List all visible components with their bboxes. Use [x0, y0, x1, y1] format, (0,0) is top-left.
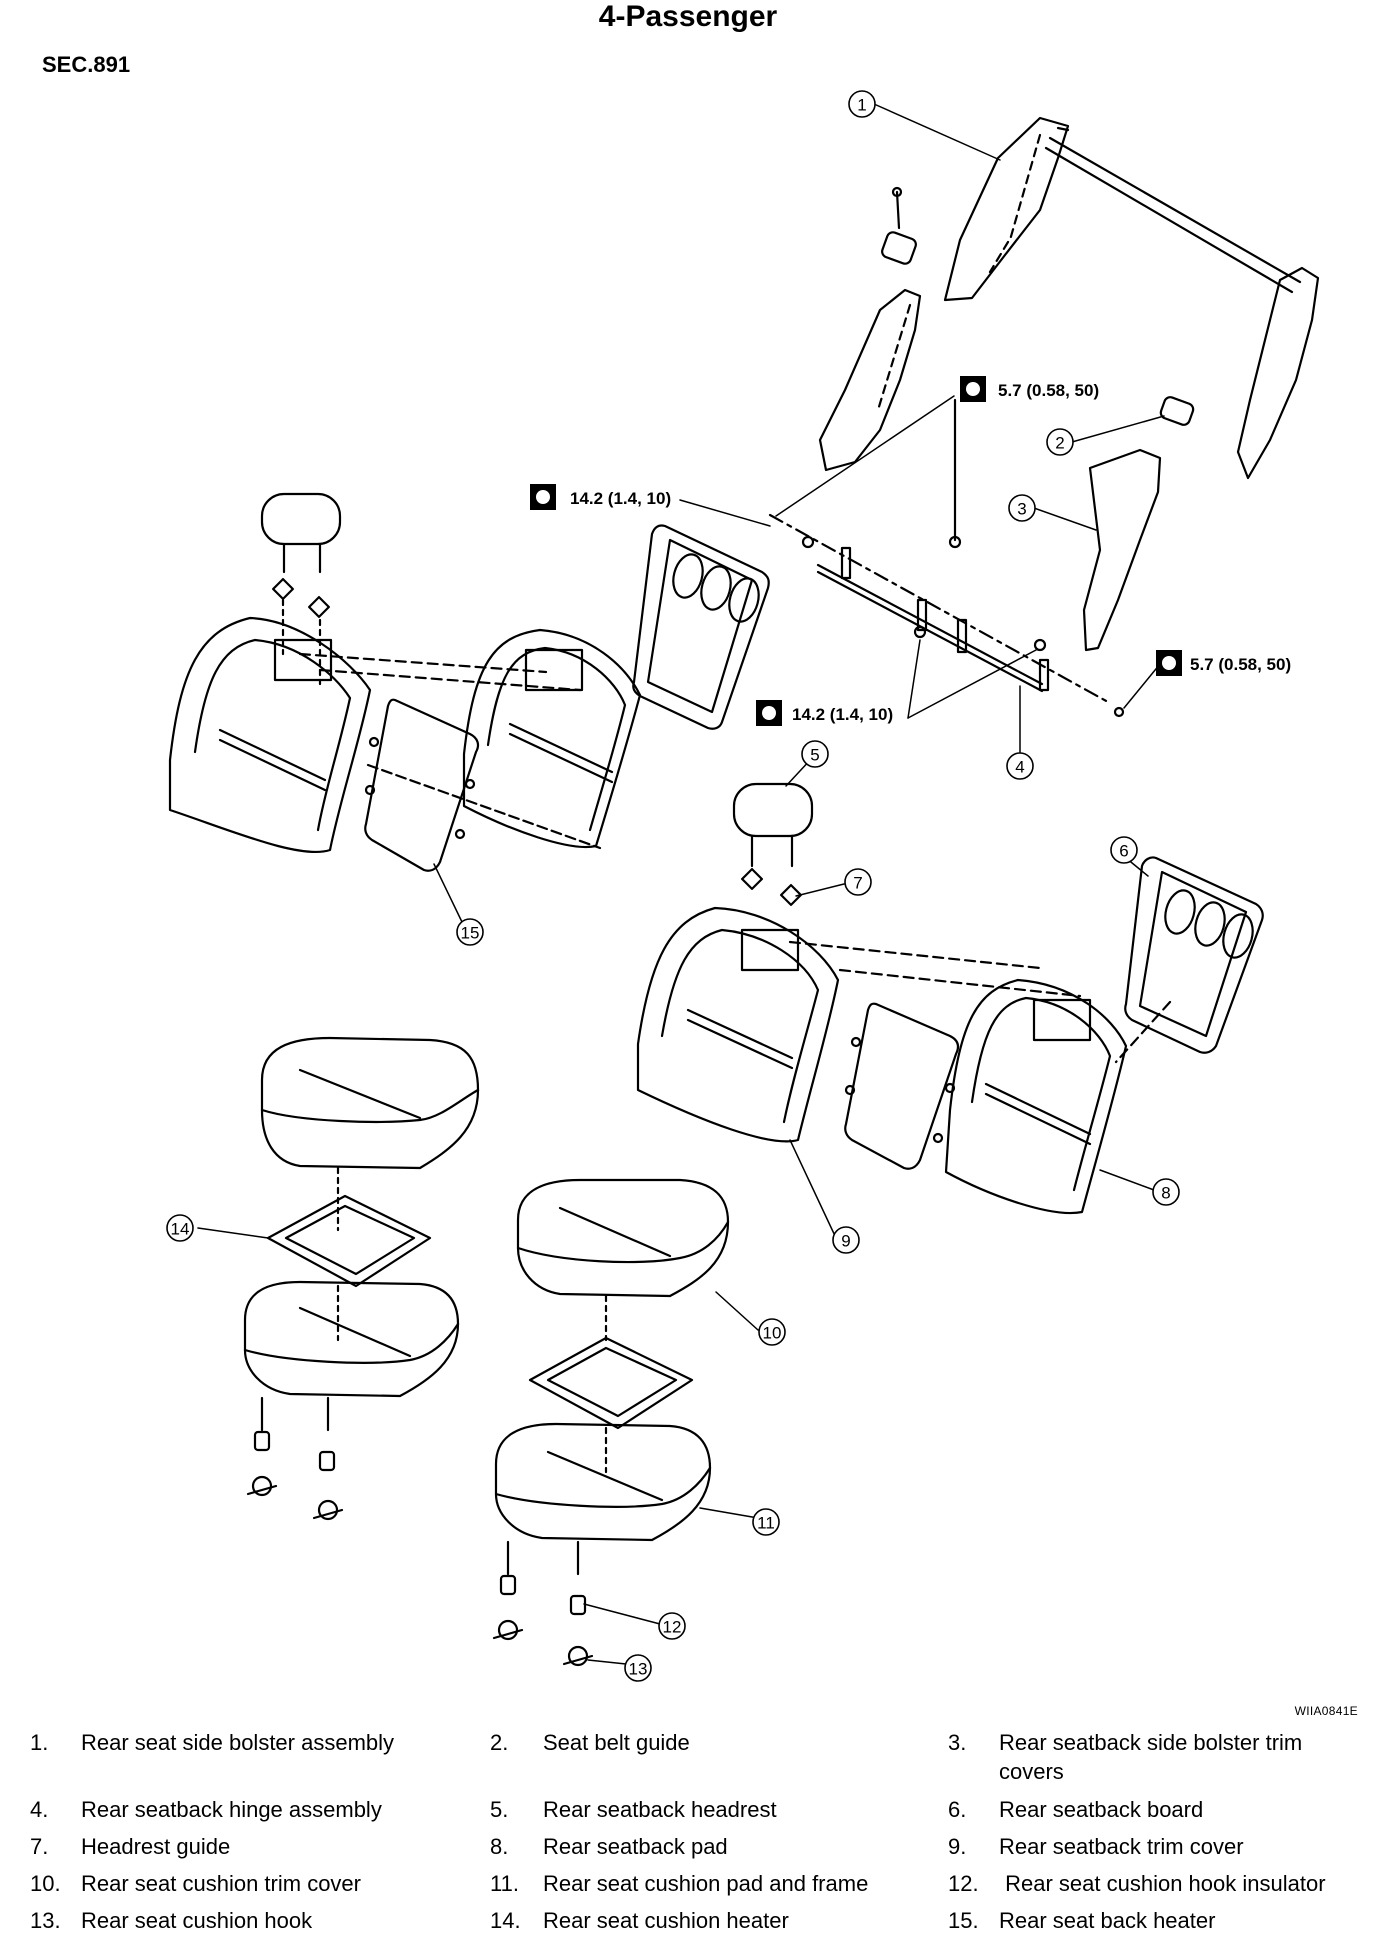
right-cushion-group	[492, 1178, 730, 1667]
callout-15: 15	[461, 924, 480, 943]
legend-number: 5.	[490, 1797, 509, 1822]
legend-number: 8.	[490, 1834, 509, 1859]
legend-text: Rear seat back heater	[999, 1908, 1216, 1933]
legend-number: 2.	[490, 1730, 509, 1755]
callout-2: 2	[1055, 434, 1064, 453]
torque-value-3: 5.7 (0.58, 50)	[1190, 655, 1291, 674]
left-seatback-group	[168, 492, 770, 872]
hinge-assembly	[768, 398, 1125, 718]
callout-14: 14	[171, 1220, 190, 1239]
legend-text: Rear seat side bolster assembly	[81, 1730, 395, 1755]
legend-text: Rear seatback trim cover	[999, 1834, 1244, 1859]
callout-8: 8	[1161, 1184, 1170, 1203]
torque-symbols	[530, 376, 1182, 726]
legend-text: Headrest guide	[81, 1834, 231, 1859]
page-title: 4-Passenger	[598, 0, 778, 33]
legend-text: Rear seat cushion hook	[81, 1908, 313, 1933]
callout-13: 13	[629, 1660, 648, 1679]
figure-id: WIIA0841E	[1294, 1704, 1358, 1718]
section-label: SEC.891	[42, 52, 131, 77]
side-bolster-trim-covers	[818, 288, 1162, 652]
legend-text: Seat belt guide	[543, 1730, 690, 1755]
callout-4: 4	[1015, 758, 1024, 777]
exploded-parts-diagram: 5.7 (0.58, 50) 14.2 (1.4, 10) 5.7 (0.58,…	[166, 90, 1320, 1682]
legend-number: 15.	[948, 1908, 979, 1933]
legend-number: 10.	[30, 1871, 61, 1896]
torque-value-2: 14.2 (1.4, 10)	[570, 489, 671, 508]
legend-text: Rear seatback side bolster trim covers	[999, 1730, 1303, 1784]
legend-number: 4.	[30, 1797, 49, 1822]
seat-belt-guides	[881, 186, 1195, 426]
left-cushion-group	[243, 1036, 480, 1521]
legend-text: Rear seat cushion pad and frame	[543, 1871, 869, 1896]
right-seatback-group	[636, 782, 1264, 1214]
legend-text: Rear seatback pad	[543, 1834, 728, 1859]
legend-number: 14.	[490, 1908, 521, 1933]
callout-7: 7	[853, 874, 862, 893]
legend-text: Rear seat cushion trim cover	[81, 1871, 361, 1896]
legend-number: 3.	[948, 1730, 967, 1755]
callout-6: 6	[1119, 842, 1128, 861]
side-bolster-assembly	[943, 116, 1320, 480]
callout-12: 12	[663, 1618, 682, 1637]
legend-number: 9.	[948, 1834, 967, 1859]
callout-5: 5	[810, 746, 819, 765]
legend-number: 6.	[948, 1797, 967, 1822]
callout-11: 11	[757, 1514, 775, 1533]
legend-text: Rear seat cushion heater	[543, 1908, 789, 1933]
legend-number: 12.	[948, 1871, 979, 1896]
legend-number: 7.	[30, 1834, 49, 1859]
callout-9: 9	[841, 1232, 850, 1251]
legend-number: 11.	[490, 1871, 519, 1896]
callout-10: 10	[763, 1324, 782, 1343]
callout-3: 3	[1017, 500, 1026, 519]
leader-lines	[197, 103, 1165, 1665]
legend-text: Rear seatback headrest	[543, 1797, 777, 1822]
legend-text: Rear seat cushion hook insulator	[999, 1871, 1326, 1896]
callout-markers	[166, 90, 1180, 1682]
callout-1: 1	[857, 96, 866, 115]
torque-value-1: 5.7 (0.58, 50)	[998, 381, 1099, 400]
legend-text: Rear seatback board	[999, 1797, 1204, 1822]
legend-text: Rear seatback hinge assembly	[81, 1797, 382, 1822]
legend-number: 13.	[30, 1908, 61, 1933]
torque-value-4: 14.2 (1.4, 10)	[792, 705, 893, 724]
legend-number: 1.	[30, 1730, 49, 1755]
